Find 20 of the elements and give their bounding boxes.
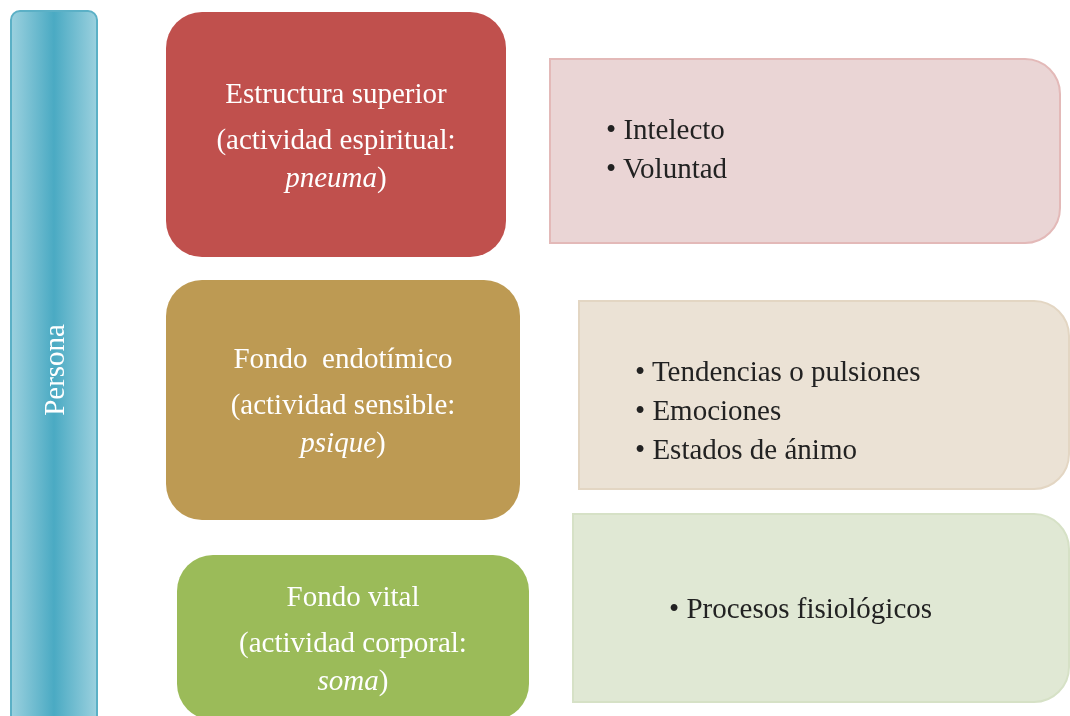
box-description: (actividad sensible: psique) — [229, 387, 457, 460]
level-box — [166, 12, 506, 257]
box-description: (actividad corporal: soma) — [238, 624, 468, 698]
box-heading: Fondo vital — [286, 578, 420, 614]
bullet-item: • Procesos fisiológicos — [669, 590, 933, 626]
bullet-item: • Emociones — [635, 393, 783, 428]
level-box — [177, 555, 529, 716]
list-panel — [549, 58, 1061, 244]
bullet-item: • Tendencias o pulsiones — [635, 354, 921, 389]
box-heading: Fondo endotímico — [233, 341, 453, 376]
box-heading: Estructura superior — [225, 75, 447, 111]
list-panel — [578, 300, 1070, 490]
bullet-item: • Voluntad — [606, 151, 728, 186]
band-label: Persona — [37, 324, 71, 416]
list-panel — [572, 513, 1070, 703]
bullet-item: • Intelecto — [606, 112, 726, 147]
vertical-band — [10, 10, 98, 716]
level-box — [166, 280, 520, 520]
box-description: (actividad espiritual: pneuma) — [215, 121, 457, 195]
bullet-item: • Estados de ánimo — [635, 432, 858, 467]
